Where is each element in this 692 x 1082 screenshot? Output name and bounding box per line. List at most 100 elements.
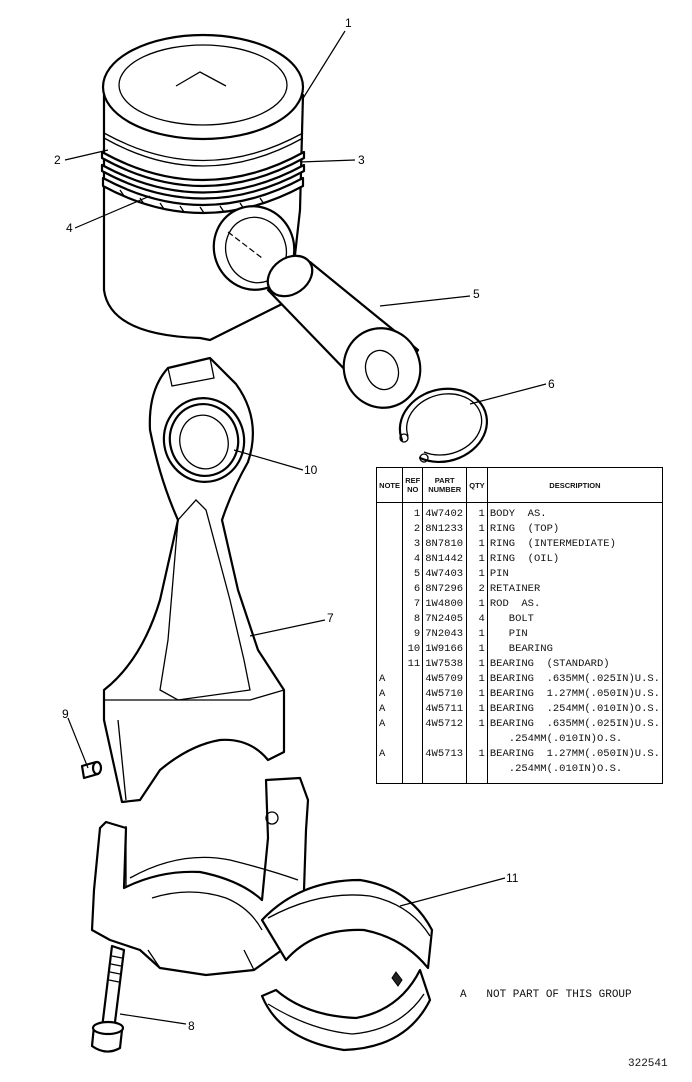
table-row: .254MM(.010IN)O.S. — [375, 762, 664, 784]
cell-description: PIN — [486, 627, 664, 642]
cell-ref-no: 7 — [402, 597, 424, 612]
callout-3: 3 — [358, 153, 365, 167]
header-description: DESCRIPTION — [486, 467, 664, 503]
ring-oil — [101, 176, 305, 214]
cell-part-number: 8N1233 — [422, 522, 468, 537]
cell-qty: 1 — [466, 502, 488, 522]
callout-11: 11 — [506, 871, 519, 885]
cell-note — [375, 537, 404, 552]
cell-description: .254MM(.010IN)O.S. — [486, 732, 664, 747]
cell-part-number: 7N2405 — [422, 612, 468, 627]
cell-description: RING (OIL) — [486, 552, 664, 567]
ring-top — [100, 150, 306, 187]
cell-note — [375, 552, 404, 567]
cell-note: A — [375, 672, 404, 687]
cell-ref-no — [402, 717, 424, 732]
cell-qty: 1 — [466, 627, 488, 642]
header-note: NOTE — [375, 467, 404, 503]
cell-part-number: 4W5712 — [422, 717, 468, 732]
dowel-pin — [80, 760, 103, 780]
callout-5: 5 — [473, 287, 480, 301]
cell-ref-no — [402, 747, 424, 762]
cell-qty: 4 — [466, 612, 488, 627]
rod-bolt — [90, 944, 126, 1053]
cell-note — [375, 582, 404, 597]
cell-part-number: 4W5709 — [422, 672, 468, 687]
cell-note — [375, 502, 404, 522]
cell-description: BEARING 1.27MM(.050IN)U.S. — [486, 747, 664, 762]
cell-ref-no — [402, 687, 424, 702]
cell-note — [375, 762, 404, 784]
cell-part-number — [422, 762, 468, 784]
cell-qty: 1 — [466, 642, 488, 657]
cell-qty: 1 — [466, 702, 488, 717]
retainer-ring — [398, 387, 489, 464]
cell-qty: 1 — [466, 687, 488, 702]
callout-8: 8 — [188, 1019, 195, 1033]
callout-10: 10 — [304, 463, 318, 477]
cell-ref-no — [402, 762, 424, 784]
cell-description: ROD AS. — [486, 597, 664, 612]
cell-qty — [466, 762, 488, 784]
cell-ref-no: 3 — [402, 537, 424, 552]
cell-note — [375, 567, 404, 582]
leader-lines — [64, 30, 547, 1025]
header-qty: QTY — [466, 467, 488, 503]
cell-ref-no: 9 — [402, 627, 424, 642]
crank-bearing-upper — [260, 878, 434, 970]
cell-description: BEARING — [486, 642, 664, 657]
cell-note — [375, 732, 404, 747]
cell-description: BEARING .635MM(.025IN)U.S. — [486, 672, 664, 687]
cell-ref-no: 6 — [402, 582, 424, 597]
cell-note — [375, 642, 404, 657]
cell-note — [375, 522, 404, 537]
cell-qty — [466, 732, 488, 747]
callout-9: 9 — [62, 707, 69, 721]
cell-qty: 1 — [466, 597, 488, 612]
cell-qty: 1 — [466, 717, 488, 732]
cell-note: A — [375, 702, 404, 717]
callout-1: 1 — [345, 16, 352, 30]
cell-description: .254MM(.010IN)O.S. — [486, 762, 664, 784]
cell-qty: 1 — [466, 567, 488, 582]
cell-ref-no: 10 — [402, 642, 424, 657]
cell-note: A — [375, 747, 404, 762]
cell-part-number: 4W7403 — [422, 567, 468, 582]
cell-part-number: 8N1442 — [422, 552, 468, 567]
cell-qty: 1 — [466, 657, 488, 672]
cell-ref-no — [402, 672, 424, 687]
rod-cap — [90, 776, 310, 977]
cell-part-number: 1W9166 — [422, 642, 468, 657]
cell-description: BOLT — [486, 612, 664, 627]
cell-description: PIN — [486, 567, 664, 582]
figure-number: 322541 — [628, 1058, 668, 1070]
cell-qty: 1 — [466, 522, 488, 537]
crank-bearing-lower — [260, 968, 432, 1052]
cell-ref-no — [402, 732, 424, 747]
cell-ref-no — [402, 702, 424, 717]
cell-part-number: 8N7810 — [422, 537, 468, 552]
callout-2: 2 — [54, 153, 61, 167]
cell-ref-no: 5 — [402, 567, 424, 582]
cell-description: RING (TOP) — [486, 522, 664, 537]
cell-ref-no: 2 — [402, 522, 424, 537]
callout-4: 4 — [66, 221, 73, 235]
cell-ref-no: 4 — [402, 552, 424, 567]
cell-note: A — [375, 717, 404, 732]
